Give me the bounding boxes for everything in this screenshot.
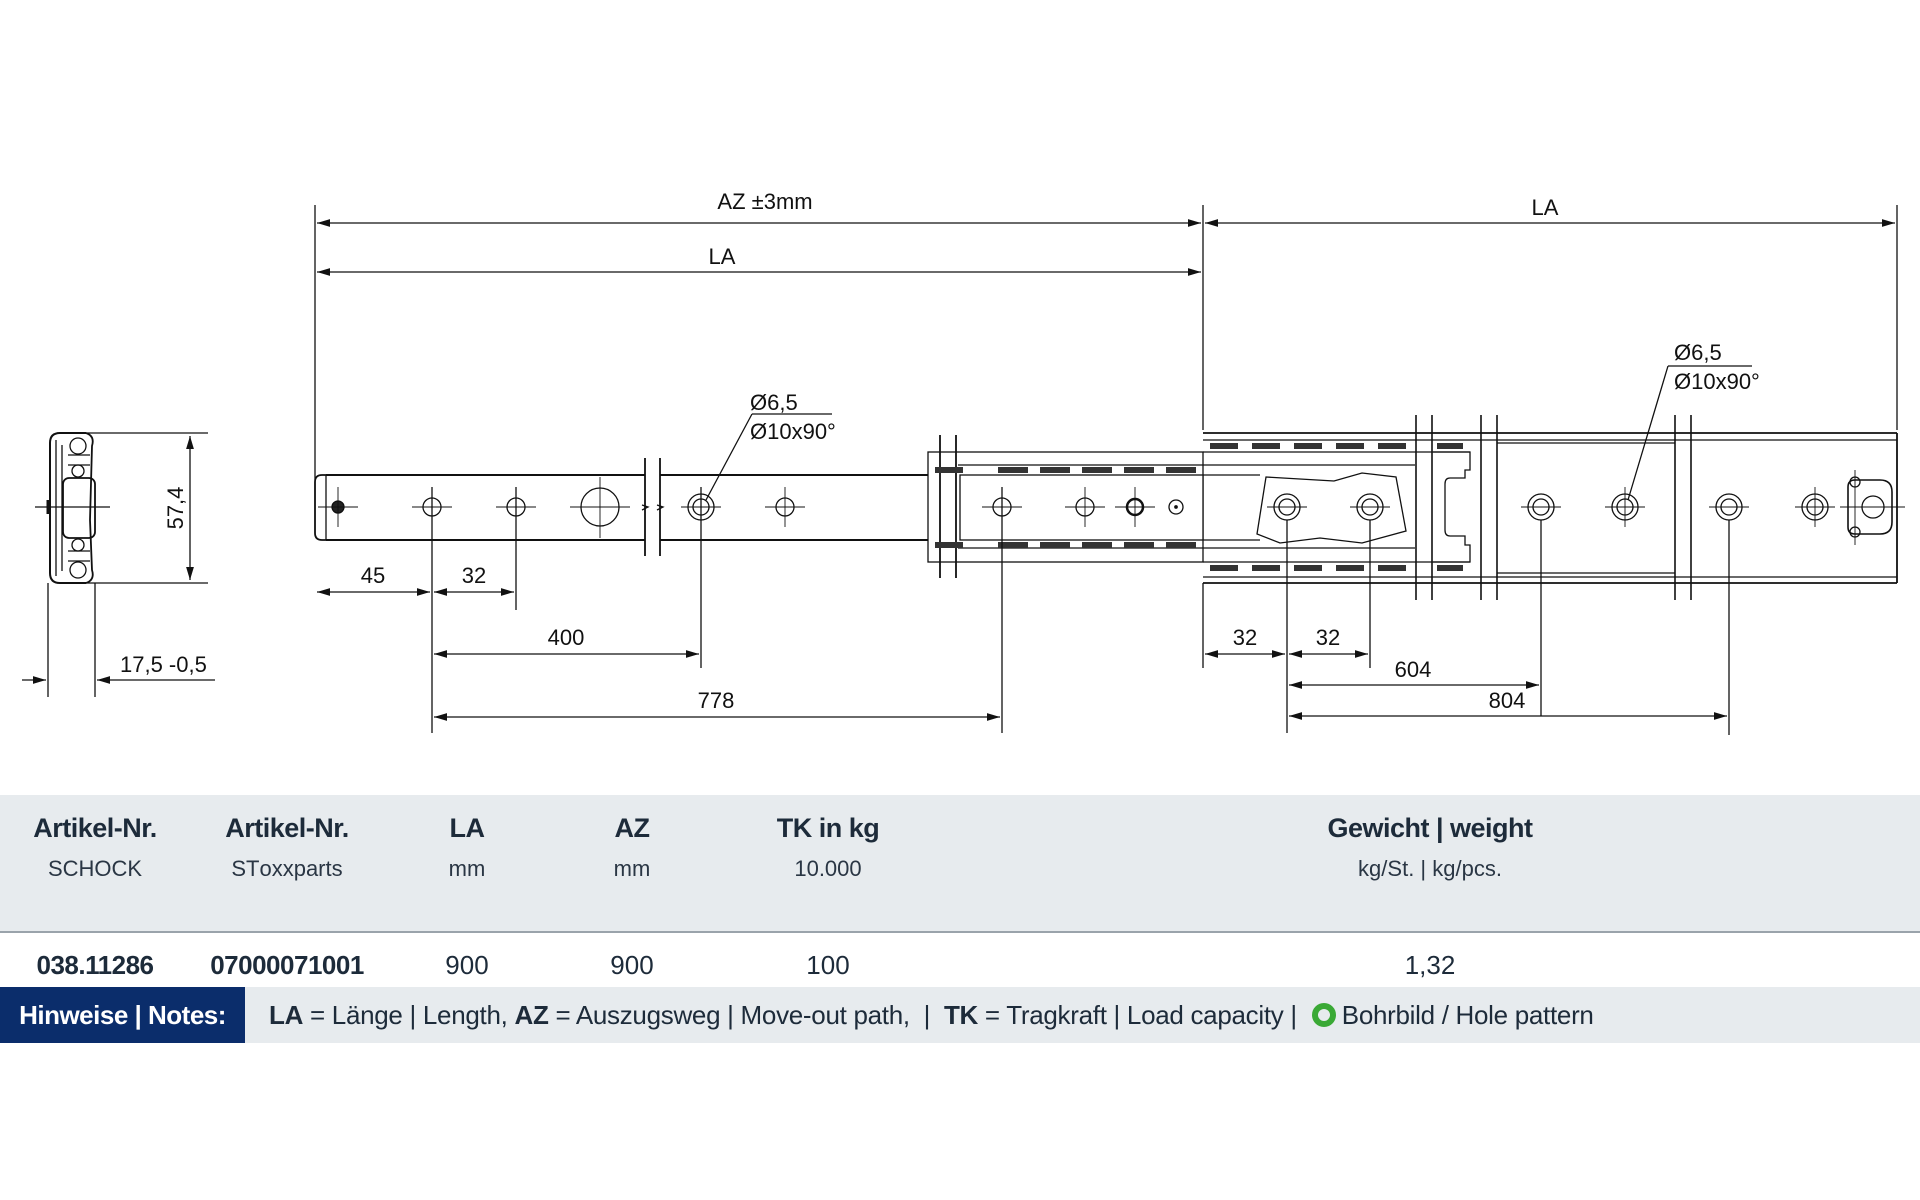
inner-rail	[314, 458, 928, 733]
profile-width-label: 17,5 -0,5	[120, 652, 207, 677]
dim-804: 804	[1489, 688, 1526, 713]
la-definition: = Länge | Length,	[303, 999, 515, 1030]
col-header-tk-title: TK in kg	[776, 813, 880, 843]
middle-rail	[927, 435, 1204, 733]
col-header-weight-title: Gewicht | weight	[1327, 813, 1533, 843]
dim-32-right-a: 32	[1233, 625, 1257, 650]
la-left-dimension-label: LA	[709, 244, 736, 269]
hole-pattern-legend: Bohrbild / Hole pattern	[1341, 999, 1594, 1030]
hole-pattern-ring-icon	[1311, 1003, 1336, 1027]
table-divider	[0, 931, 1920, 933]
dim-400: 400	[548, 625, 585, 650]
outer-rail	[1202, 415, 1905, 735]
left-hole-diameter-label: Ø6,5	[750, 390, 798, 415]
col-header-tk-sub: 10.000	[794, 856, 862, 881]
right-hole-diameter-label: Ø6,5	[1674, 340, 1722, 365]
left-countersink-label: Ø10x90°	[750, 419, 836, 444]
la-right-dimension-label: LA	[1532, 195, 1559, 220]
az-dimension-label: AZ ±3mm	[717, 189, 812, 214]
right-countersink-label: Ø10x90°	[1674, 369, 1760, 394]
spec-table-header	[0, 795, 1920, 931]
col-header-la-unit: mm	[448, 856, 486, 881]
dim-604: 604	[1395, 657, 1432, 682]
tk-abbreviation: TK	[943, 999, 978, 1030]
la-abbreviation: LA	[269, 999, 304, 1030]
notes-text: LA = Länge | Length, AZ = Auszugsweg | M…	[245, 1000, 1594, 1031]
az-abbreviation: AZ	[514, 999, 549, 1030]
cell-stoxx-article: 07000071001	[210, 950, 364, 980]
dim-778: 778	[698, 688, 735, 713]
profile-section	[22, 432, 215, 697]
col-header-schock-sub: SCHOCK	[47, 856, 143, 881]
dim-32-left: 32	[462, 563, 486, 588]
cell-weight: 1,32	[1404, 950, 1456, 980]
tk-definition: = Tragkraft | Load capacity |	[978, 999, 1304, 1030]
cell-tk: 100	[806, 950, 850, 980]
col-header-stoxx-title: Artikel-Nr.	[225, 813, 349, 843]
notes-label: Hinweise | Notes:	[0, 987, 245, 1043]
col-header-stoxx-sub: STоxxparts	[231, 856, 343, 881]
notes-bar: Hinweise | Notes: LA = Länge | Length, A…	[0, 987, 1920, 1043]
az-definition: = Auszugsweg | Move-out path, |	[548, 999, 944, 1030]
dim-45: 45	[361, 563, 385, 588]
profile-height-label: 57,4	[163, 487, 188, 530]
col-header-az-unit: mm	[613, 856, 651, 881]
dim-32-right-b: 32	[1316, 625, 1340, 650]
col-header-schock-title: Artikel-Nr.	[33, 813, 157, 843]
technical-drawing: AZ ±3mm LA LA 57,4 17,5 -0,5 Ø6,5 Ø10x90…	[22, 189, 1905, 735]
col-header-la-title: LA	[449, 813, 486, 843]
cell-schock-article: 038.11286	[36, 950, 154, 980]
cell-az: 900	[610, 950, 654, 980]
cell-la: 900	[445, 950, 489, 980]
col-header-az-title: AZ	[614, 813, 651, 843]
col-header-weight-unit: kg/St. | kg/pcs.	[1358, 856, 1502, 881]
